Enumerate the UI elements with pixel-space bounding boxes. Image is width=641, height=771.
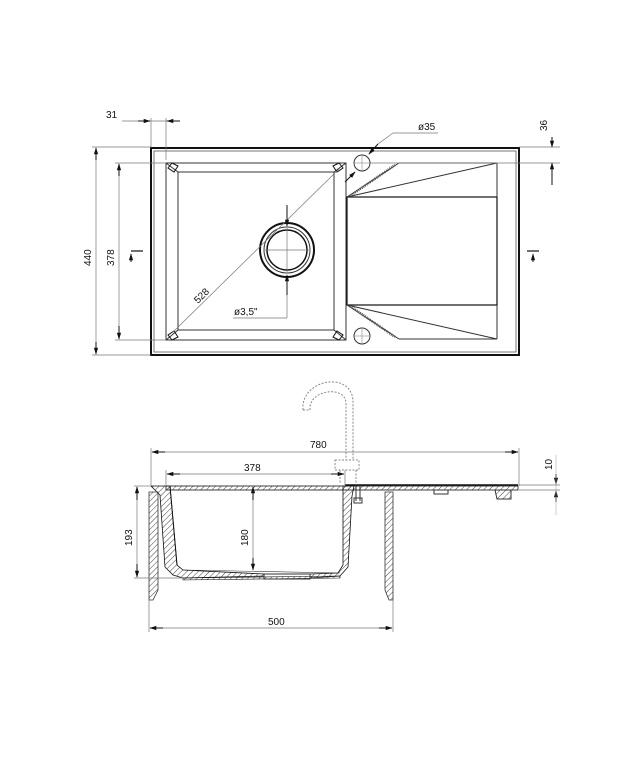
dim-cabinet-width: 500 (268, 617, 285, 628)
drain-section (263, 573, 311, 580)
dim-bowl-depth: 180 (240, 529, 251, 546)
dim-offset-left: 31 (106, 110, 118, 121)
dim-bowl-depth-top: 378 (106, 249, 117, 266)
dim-rim-thickness: 10 (544, 458, 555, 470)
drainboard-section (165, 485, 519, 491)
drain-icon (259, 222, 315, 278)
dim-tap-hole-diameter: ø35 (418, 122, 436, 133)
dim-overall-depth: 440 (83, 249, 94, 266)
side-section-view: 780 378 180 193 10 500 (124, 381, 560, 632)
dim-bowl-width: 378 (244, 463, 261, 474)
top-view: 528 ø3,5" (83, 110, 560, 356)
cabinet-wall-right (384, 491, 394, 601)
bowl-wall-right (309, 485, 355, 579)
section-mark-icon (128, 250, 539, 262)
dim-tap-hole-offset: 36 (539, 119, 550, 131)
dim-drain-diameter: ø3,5" (234, 307, 258, 318)
sink-outline (150, 147, 520, 356)
faucet-icon (302, 381, 360, 484)
dim-bowl-diagonal: 528 (192, 286, 212, 306)
drainboard-top (345, 162, 498, 340)
dim-overall-width: 780 (310, 440, 327, 451)
cabinet-wall-left (148, 491, 159, 601)
dim-total-height: 193 (124, 529, 135, 546)
